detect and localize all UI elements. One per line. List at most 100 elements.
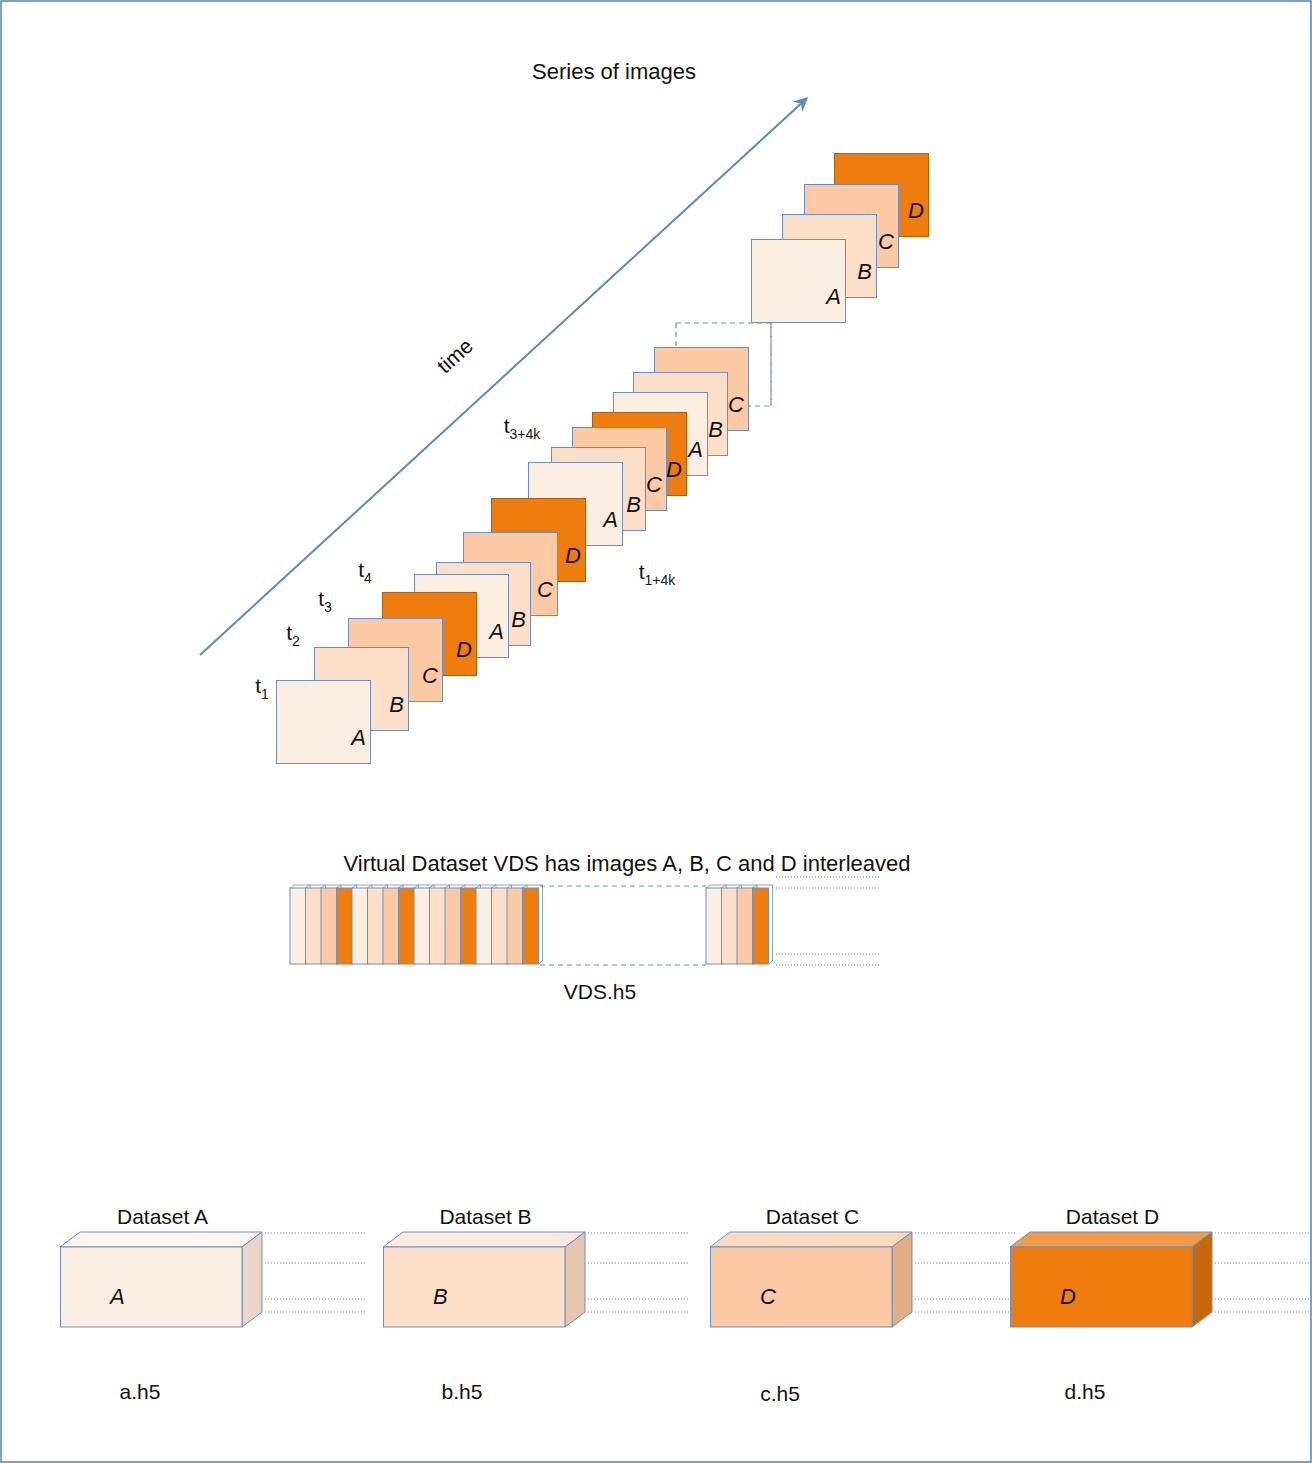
box-side [892, 1232, 912, 1327]
dataset-heading: Dataset D [1010, 1204, 1215, 1230]
time-letter: t [639, 560, 645, 583]
image-letter: D [565, 543, 581, 569]
dataset-extent-line [265, 1312, 365, 1313]
time-stamp: t2 [286, 620, 300, 654]
vds-slice [737, 888, 753, 964]
time-stamp: t4 [358, 557, 372, 591]
vds-extent-line [776, 954, 880, 955]
dataset-extent-line [915, 1299, 1015, 1300]
time-letter: t [255, 674, 261, 697]
image-letter: B [389, 692, 404, 718]
vds-gap-line [540, 886, 706, 887]
image-letter: D [456, 637, 472, 663]
dataset-box: Dataset C C [710, 1200, 915, 1330]
vds-slice-depth [523, 885, 543, 964]
dataset-extent-line [1215, 1299, 1309, 1300]
dashed-edge [770, 323, 771, 406]
vds-slice [507, 888, 523, 964]
dataset-extent-line [265, 1263, 365, 1264]
vds-strip [290, 877, 880, 965]
vds-slice [476, 888, 492, 964]
vds-slice [722, 888, 738, 964]
image-letter: C [878, 229, 894, 255]
vds-gap-line [540, 965, 706, 966]
time-stamp: t3 [318, 586, 332, 620]
image-letter: D [666, 457, 682, 483]
image-letter: C [422, 663, 438, 689]
vds-slice [414, 888, 430, 964]
dataset-heading: Dataset C [710, 1204, 915, 1230]
time-letter: t [286, 621, 292, 644]
vds-slice [523, 888, 539, 964]
dataset-letter: B [433, 1284, 448, 1310]
image-letter: A [489, 619, 504, 645]
dataset-extent-line [265, 1233, 365, 1234]
box-top [710, 1232, 912, 1247]
image-frame: A [751, 239, 846, 323]
vds-extent-line [776, 877, 880, 878]
time-stamp: t1+4k [639, 559, 676, 593]
vds-slice [290, 888, 306, 964]
vds-slice [430, 888, 446, 964]
box-side [1192, 1232, 1212, 1327]
vds-slice [321, 888, 337, 964]
image-frame: A [276, 680, 371, 764]
dataset-letter: C [760, 1284, 776, 1310]
vds-slice [492, 888, 508, 964]
dataset-extent-line [1215, 1263, 1309, 1264]
time-stamp: t3+4k [504, 413, 541, 447]
title: Series of images [532, 58, 696, 86]
time-subscript: 2 [292, 633, 300, 649]
vds-slice [753, 888, 769, 964]
box-front [61, 1247, 243, 1327]
image-letter: B [857, 259, 872, 285]
vds-slice [461, 888, 477, 964]
dataset-extent-line [265, 1299, 365, 1300]
vds-slice [706, 888, 722, 964]
time-letter: t [504, 414, 510, 437]
dataset-letter: D [1060, 1284, 1076, 1310]
image-letter: B [511, 607, 526, 633]
vds-slice [445, 888, 461, 964]
vds-extent-line [776, 965, 880, 966]
dataset-heading: Dataset A [60, 1204, 265, 1230]
vds-slice [368, 888, 384, 964]
dataset-box: Dataset A A [60, 1200, 265, 1330]
vds-slice-depth [753, 885, 773, 964]
label: d.h5 [1065, 1379, 1106, 1405]
image-letter: A [826, 284, 841, 310]
dataset-extent-line [1215, 1312, 1309, 1313]
label: b.h5 [442, 1379, 483, 1405]
dataset-extent-line [915, 1233, 1015, 1234]
image-letter: B [626, 492, 641, 518]
label: time [432, 333, 479, 379]
vds-slice [337, 888, 353, 964]
dataset-extent-line [588, 1233, 688, 1234]
time-subscript: 1+4k [645, 572, 676, 588]
image-letter: C [728, 392, 744, 418]
box-front [711, 1247, 893, 1327]
label: a.h5 [120, 1379, 161, 1405]
dataset-heading: Dataset B [383, 1204, 588, 1230]
dataset-box: Dataset B B [383, 1200, 588, 1330]
dataset-letter: A [110, 1284, 125, 1310]
time-letter: t [358, 558, 364, 581]
dataset-extent-line [588, 1312, 688, 1313]
vds-extent-line [776, 888, 880, 889]
vds-slice [306, 888, 322, 964]
image-letter: C [537, 577, 553, 603]
dataset-extent-line [915, 1263, 1015, 1264]
box-top [60, 1232, 262, 1247]
box-top [383, 1232, 585, 1247]
box-side [242, 1232, 262, 1327]
dataset-extent-line [915, 1312, 1015, 1313]
vds-slice [399, 888, 415, 964]
time-letter: t [318, 587, 324, 610]
box-side [565, 1232, 585, 1327]
image-letter: C [646, 472, 662, 498]
dataset-extent-line [588, 1263, 688, 1264]
time-subscript: 3+4k [510, 426, 541, 442]
dataset-box: Dataset D D [1010, 1200, 1215, 1330]
